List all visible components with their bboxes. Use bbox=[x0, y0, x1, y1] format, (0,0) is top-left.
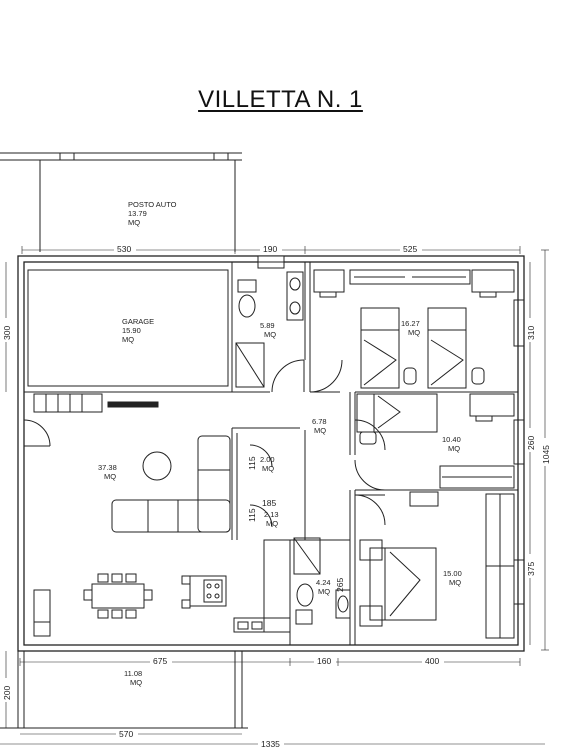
storage-2-area: 2.13 bbox=[264, 510, 279, 519]
storage-2-unit: MQ bbox=[266, 519, 278, 528]
bath-bottom-area: 4.24 bbox=[316, 578, 331, 587]
bedroom-double-walls bbox=[309, 269, 525, 393]
bath-top-walls bbox=[231, 262, 311, 393]
storage-1-unit: MQ bbox=[262, 464, 274, 473]
bedroom-double-unit: MQ bbox=[408, 328, 420, 337]
bedroom-single-unit: MQ bbox=[448, 444, 460, 453]
garage-unit: MQ bbox=[122, 335, 134, 344]
dim-right-310: 310 bbox=[526, 326, 536, 340]
bedroom-single-walls bbox=[355, 393, 525, 491]
dim-inner-115b: 115 bbox=[247, 508, 257, 522]
terrace-unit: MQ bbox=[130, 678, 142, 687]
dim-right-260: 260 bbox=[526, 436, 536, 450]
dim-bottom-160: 160 bbox=[317, 656, 331, 666]
living-unit: MQ bbox=[104, 472, 116, 481]
terrace-area: 11.08 bbox=[124, 669, 142, 678]
dim-bottom-570: 570 bbox=[119, 729, 133, 739]
hall-unit: MQ bbox=[314, 426, 326, 435]
dim-right-375: 375 bbox=[526, 562, 536, 576]
posto-auto-name: POSTO AUTO bbox=[128, 200, 177, 209]
carport-outline bbox=[0, 152, 242, 252]
living-area: 37.38 bbox=[98, 463, 117, 472]
plan-title: VILLETTA N. 1 bbox=[0, 86, 561, 114]
dimension-labels: 530 190 525 300 310 260 1045 375 115 185… bbox=[2, 244, 551, 750]
storage-1-area: 2.00 bbox=[260, 455, 275, 464]
hall-walls bbox=[231, 359, 386, 540]
dim-bottom-400: 400 bbox=[425, 656, 439, 666]
dim-top-530: 530 bbox=[117, 244, 131, 254]
room-labels: POSTO AUTO 13.79 MQ GARAGE 15.90 MQ 5.89… bbox=[98, 200, 462, 687]
dim-inner-115a: 115 bbox=[247, 456, 257, 470]
dim-left-300: 300 bbox=[2, 326, 12, 340]
posto-auto-area: 13.79 bbox=[128, 209, 147, 218]
bath-top-unit: MQ bbox=[264, 330, 276, 339]
garage-area: 15.90 bbox=[122, 326, 141, 335]
dim-bottom-675: 675 bbox=[153, 656, 167, 666]
garage-name: GARAGE bbox=[122, 317, 154, 326]
terrace-outline bbox=[0, 651, 248, 729]
dim-inner-265: 265 bbox=[335, 578, 345, 592]
master-bedroom-walls bbox=[349, 490, 525, 645]
dim-bottom-1335: 1335 bbox=[261, 739, 280, 749]
living-furniture bbox=[23, 393, 231, 637]
kitchen-counter bbox=[181, 539, 291, 633]
hall-area: 6.78 bbox=[312, 417, 327, 426]
master-bedroom-unit: MQ bbox=[449, 578, 461, 587]
posto-auto-unit: MQ bbox=[128, 218, 140, 227]
dim-top-190: 190 bbox=[263, 244, 277, 254]
master-bedroom-area: 15.00 bbox=[443, 569, 462, 578]
bath-bottom-unit: MQ bbox=[318, 587, 330, 596]
dim-left-200: 200 bbox=[2, 686, 12, 700]
plan-title-text: VILLETTA N. 1 bbox=[198, 86, 363, 113]
exterior-walls bbox=[17, 255, 525, 652]
bath-top-area: 5.89 bbox=[260, 321, 275, 330]
dim-right-1045: 1045 bbox=[541, 445, 551, 464]
dim-inner-185: 185 bbox=[262, 498, 276, 508]
dim-top-525: 525 bbox=[403, 244, 417, 254]
bedroom-double-area: 16.27 bbox=[401, 319, 420, 328]
bedroom-single-area: 10.40 bbox=[442, 435, 461, 444]
